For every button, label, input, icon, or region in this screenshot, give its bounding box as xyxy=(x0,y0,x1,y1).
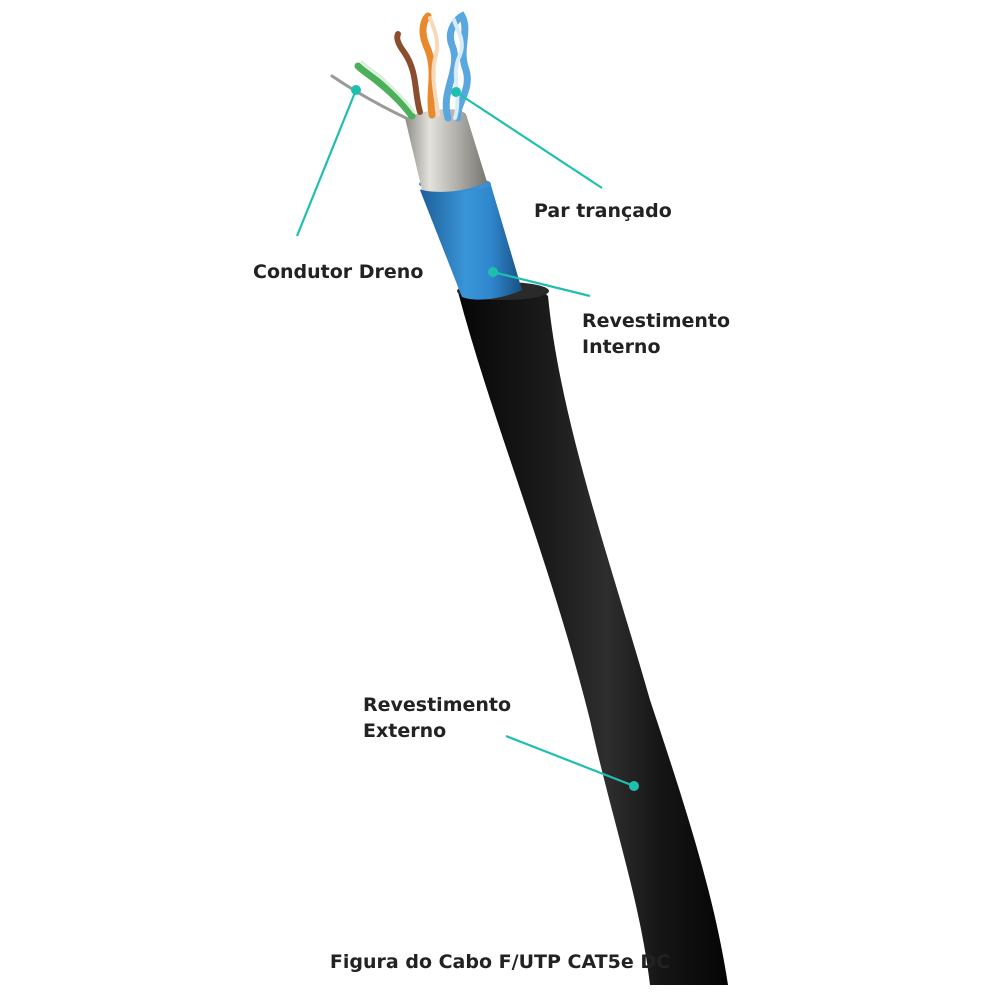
orange-white-pair xyxy=(428,16,440,117)
label-revestimento-interno-line2: Interno xyxy=(582,336,661,358)
outer-jacket xyxy=(458,286,728,986)
figure-caption: Figura do Cabo F/UTP CAT5e DC xyxy=(329,951,671,973)
leader-par-trancado xyxy=(455,91,603,189)
label-revestimento-interno: Revestimento Interno xyxy=(582,308,730,360)
label-par-trancado: Par trançado xyxy=(534,200,672,222)
brown-pair xyxy=(394,31,423,115)
label-revestimento-externo-line1: Revestimento xyxy=(363,694,512,716)
drain-wire xyxy=(330,74,408,120)
leader-dots xyxy=(351,85,639,791)
label-revestimento-externo-line2: Externo xyxy=(363,720,447,742)
green-white-pair xyxy=(360,60,416,114)
dot-condutor-dreno xyxy=(351,85,361,95)
label-revestimento-interno-line1: Revestimento xyxy=(582,310,731,332)
foil-shield xyxy=(405,109,487,192)
dot-revestimento-externo xyxy=(629,781,639,791)
orange-pair xyxy=(419,12,436,119)
leader-lines xyxy=(295,89,635,788)
label-revestimento-externo: Revestimento Externo xyxy=(363,692,511,744)
twisted-pairs xyxy=(330,11,471,122)
blue-pair xyxy=(442,11,471,122)
leader-revestimento-interno xyxy=(492,270,591,298)
blue-white-pair xyxy=(452,18,464,120)
green-pair xyxy=(354,62,416,120)
leader-condutor-dreno xyxy=(295,89,358,237)
dot-revestimento-interno xyxy=(488,267,498,277)
inner-jacket xyxy=(420,179,522,300)
dot-par-trancado xyxy=(451,87,461,97)
label-condutor-dreno: Condutor Dreno xyxy=(253,261,424,283)
leader-revestimento-externo xyxy=(505,734,635,788)
